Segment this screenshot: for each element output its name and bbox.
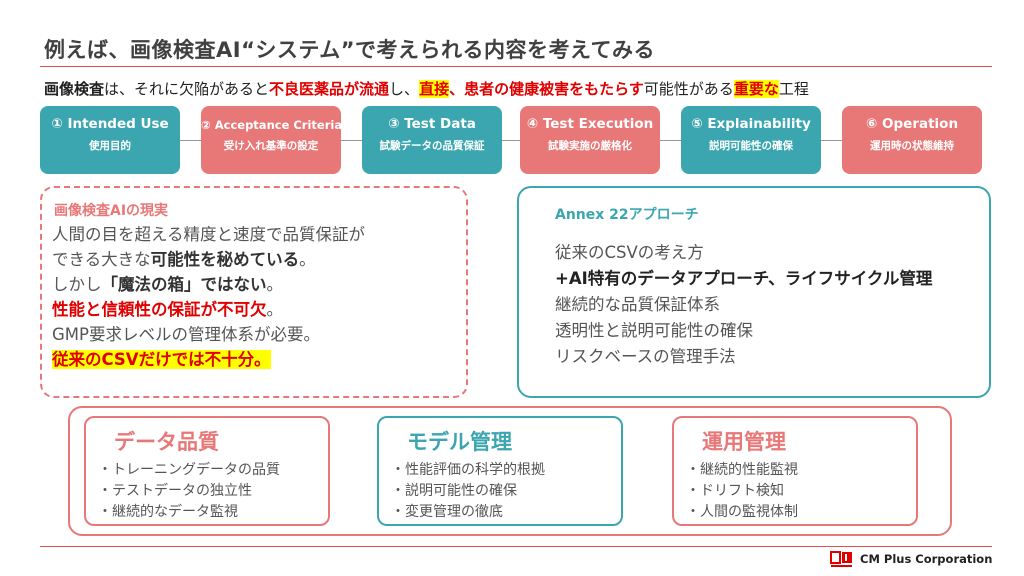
- step-connector: [821, 140, 842, 141]
- step-connector: [660, 140, 681, 141]
- company-name: CM Plus Corporation: [860, 552, 993, 566]
- footer-rule: [40, 546, 992, 547]
- reality-box: 画像検査AIの現実 人間の目を超える精度と速度で品質保証が できる大きな可能性を…: [40, 186, 468, 398]
- annex22-box: Annex 22アプローチ 従来のCSVの考え方 +AI特有のデータアプローチ、…: [517, 186, 991, 398]
- step-connector: [502, 140, 523, 141]
- annex22-body: 従来のCSVの考え方 +AI特有のデータアプローチ、ライフサイクル管理 継続的な…: [555, 243, 933, 366]
- title-rule: [40, 66, 992, 67]
- reality-heading: 画像検査AIの現実: [54, 203, 169, 219]
- subtitle: 画像検査は、それに欠陥があると不良医薬品が流通し、直接、患者の健康被害をもたらす…: [44, 80, 809, 98]
- management-area: [68, 406, 952, 536]
- card-model-management: モデル管理 ・性能評価の科学的根拠 ・説明可能性の確保 ・変更管理の徹底: [377, 416, 623, 526]
- card-operation-management: 運用管理 ・継続的性能監視 ・ドリフト検知 ・人間の監視体制: [672, 416, 918, 526]
- step-connector: [180, 140, 201, 141]
- step-connector: [341, 140, 362, 141]
- annex22-heading: Annex 22アプローチ: [555, 207, 699, 223]
- card-data-quality: データ品質 ・トレーニングデータの品質 ・テストデータの独立性 ・継続的なデータ…: [84, 416, 330, 526]
- reality-body: 人間の目を超える精度と速度で品質保証が できる大きな可能性を秘めている。 しかし…: [52, 225, 366, 369]
- company-logo-icon: [830, 551, 852, 567]
- page-title: 例えば、画像検査AI“システム”で考えられる内容を考えてみる: [44, 38, 655, 62]
